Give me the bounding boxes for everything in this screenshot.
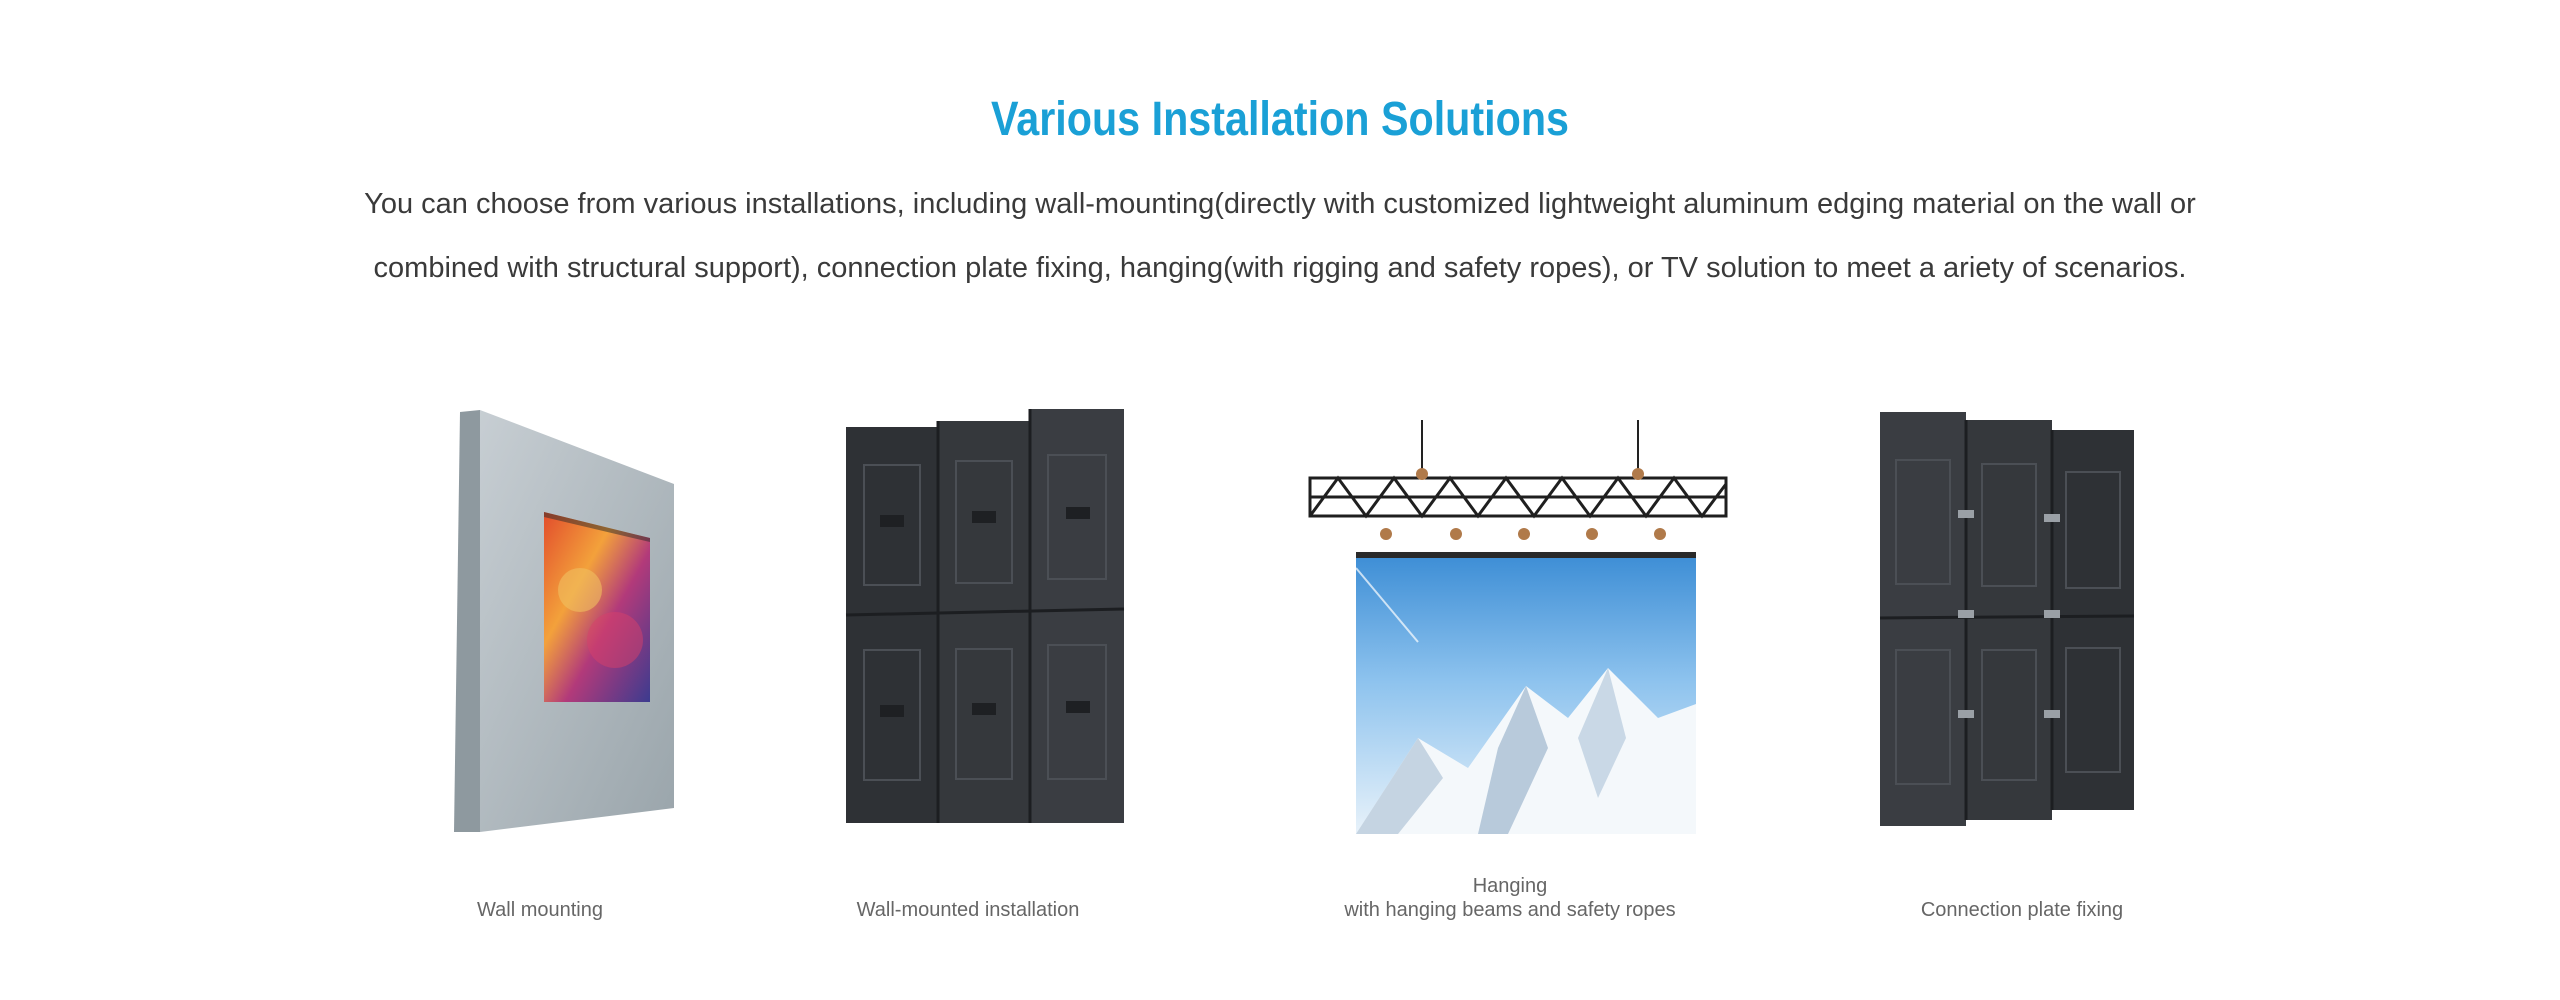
wall-with-screen-image: [454, 410, 674, 832]
section-description: You can choose from various installation…: [364, 188, 2196, 284]
section-title: Various Installation Solutions: [990, 93, 1570, 146]
caption-hanging-line1: Hanging: [1472, 875, 1548, 897]
led-cabinet-back-plate-image: [1879, 412, 2135, 826]
led-cabinet-back-image: [845, 409, 1125, 823]
solution-wall-mounting: [440, 400, 680, 840]
caption-connection-plate-fixing: Connection plate fixing: [1920, 899, 2124, 921]
caption-hanging: Hanging with hanging beams and safety ro…: [1310, 874, 1710, 922]
truss-hanging-screen-image: [1308, 420, 1728, 834]
caption-hanging-line2: with hanging beams and safety ropes: [1344, 899, 1676, 921]
solution-hanging: [1308, 418, 1728, 834]
caption-wall-mounting: Wall mounting: [477, 899, 603, 921]
solution-wall-mounted-installation: [842, 405, 1132, 827]
solution-connection-plate-fixing: [1876, 410, 2138, 828]
caption-wall-mounted-installation: Wall-mounted installation: [856, 899, 1080, 921]
